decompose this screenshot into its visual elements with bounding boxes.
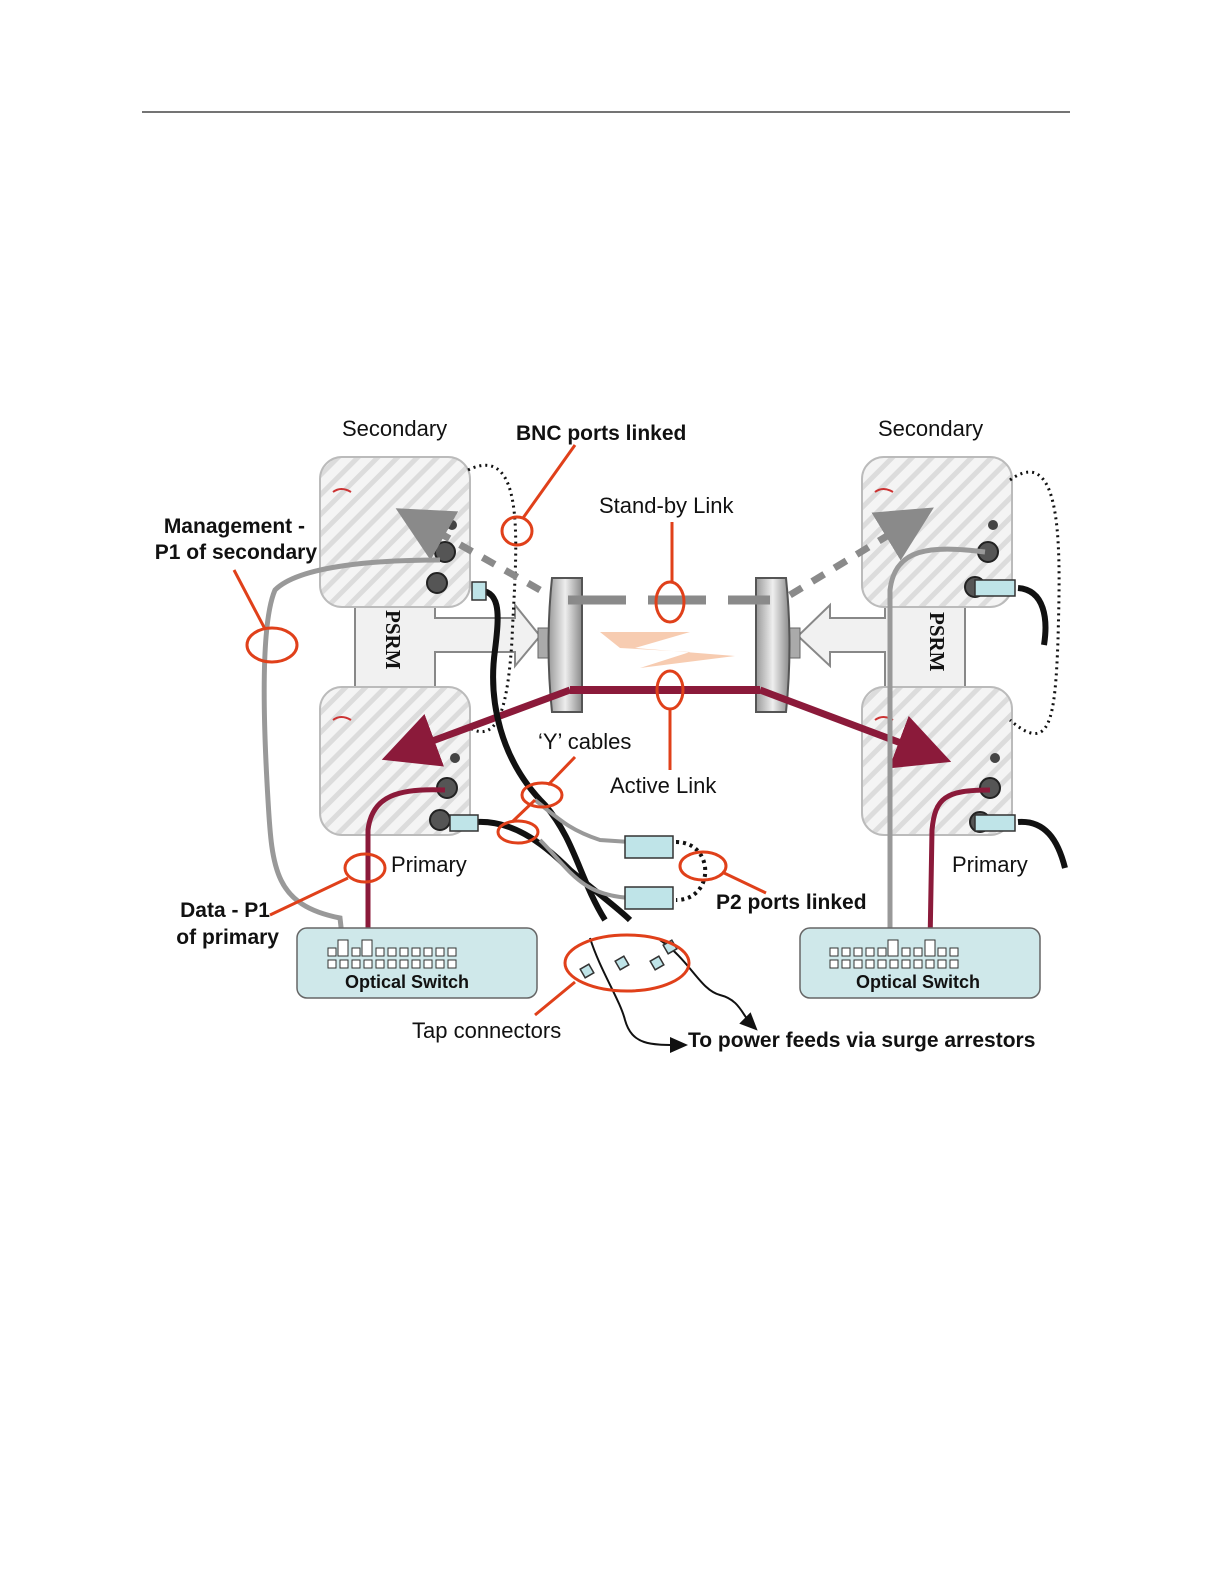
power-cable-secondary-right: [1018, 588, 1045, 645]
label-primary-left: Primary: [391, 852, 467, 877]
label-management-line1: Management -: [164, 515, 305, 538]
label-secondary-right: Secondary: [878, 416, 983, 441]
label-active-link: Active Link: [610, 773, 717, 798]
callout-bnc-leader: [523, 445, 575, 518]
callout-data-ellipse: [345, 854, 385, 882]
callout-p2-leader: [722, 872, 766, 893]
callout-management-leader: [234, 570, 265, 629]
tap-connector-icons: [580, 940, 677, 978]
callout-y-leader: [548, 757, 575, 785]
wireless-bolt: [600, 632, 735, 668]
label-standby-link: Stand-by Link: [599, 493, 735, 518]
callout-bnc-ellipse: [502, 517, 532, 545]
callout-y-leader-2: [512, 800, 535, 822]
psrm-label-right: PSRM: [925, 612, 949, 672]
label-optical-switch-right: Optical Switch: [856, 972, 980, 992]
label-primary-right: Primary: [952, 852, 1028, 877]
label-optical-switch-left: Optical Switch: [345, 972, 469, 992]
label-power-feeds: To power feeds via surge arrestors: [688, 1029, 1035, 1052]
label-p2-ports-linked: P2 ports linked: [716, 891, 867, 914]
callout-management-ellipse: [247, 628, 297, 662]
label-data-line2: of primary: [176, 926, 279, 949]
label-tap-connectors: Tap connectors: [412, 1018, 561, 1043]
odu-secondary-left: [320, 457, 470, 607]
callout-tap-leader: [535, 982, 575, 1015]
y-cable-branch-bottom: [540, 840, 630, 898]
odu-primary-left: [320, 687, 470, 835]
label-data-line1: Data - P1: [180, 899, 270, 922]
bnc-link-right: [1010, 472, 1059, 733]
psrm-label-left: PSRM: [381, 610, 405, 670]
label-bnc-ports-linked: BNC ports linked: [516, 422, 686, 445]
label-y-cables: ‘Y’ cables: [538, 729, 631, 754]
label-secondary-left: Secondary: [342, 416, 447, 441]
label-management-line2: P1 of secondary: [155, 541, 318, 564]
